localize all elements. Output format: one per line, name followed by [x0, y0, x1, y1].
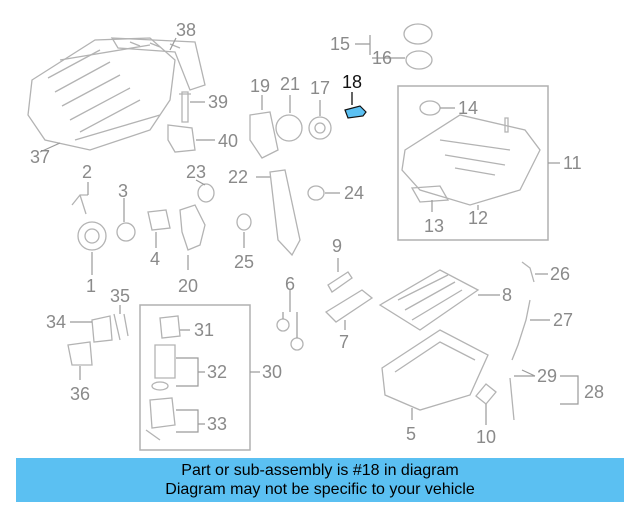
part-20	[179, 204, 206, 251]
callout-7: 7	[339, 332, 349, 352]
part-4	[147, 209, 171, 231]
callout-2: 2	[82, 162, 92, 182]
callout-33: 33	[207, 414, 227, 434]
callout-32: 32	[207, 362, 227, 382]
callout-13: 13	[424, 216, 444, 236]
group-box-30	[139, 304, 251, 451]
parts-diagram: 1 2 3 4 5 6 7 8 9 10 11 12 13 14 15 16 1…	[27, 20, 604, 451]
callout-16: 16	[372, 48, 392, 68]
part-3	[116, 222, 136, 242]
callout-25: 25	[234, 252, 254, 272]
part-32	[154, 344, 176, 379]
part-cap-seal	[405, 50, 433, 70]
part-intake-manifold	[27, 37, 176, 151]
callout-20: 20	[178, 276, 198, 296]
part-timing-cover	[249, 111, 279, 159]
part-tensioner	[275, 114, 303, 142]
callout-36: 36	[70, 384, 90, 404]
part-18-highlighted	[344, 105, 367, 119]
part-29	[509, 377, 515, 421]
callout-21: 21	[280, 74, 300, 94]
callout-27: 27	[553, 310, 573, 330]
callout-39: 39	[208, 92, 228, 112]
callout-29: 29	[537, 366, 557, 386]
part-sprocket	[308, 116, 332, 140]
part-24	[307, 185, 325, 201]
callout-30: 30	[262, 362, 282, 382]
info-banner: Part or sub-assembly is #18 in diagram D…	[16, 458, 624, 502]
callout-38: 38	[176, 20, 196, 40]
callout-22: 22	[228, 167, 248, 187]
part-sensor-39	[179, 91, 191, 123]
banner-line-2: Diagram may not be specific to your vehi…	[165, 481, 475, 498]
callout-8: 8	[502, 285, 512, 305]
callout-1: 1	[86, 276, 96, 296]
callout-28: 28	[584, 382, 604, 402]
part-26	[521, 261, 535, 283]
callout-11: 11	[563, 153, 582, 173]
callout-4: 4	[150, 249, 160, 269]
callout-15: 15	[330, 34, 350, 54]
callout-24: 24	[344, 183, 364, 203]
part-8	[378, 269, 480, 331]
callout-40: 40	[218, 131, 238, 151]
part-oil-cap	[403, 23, 433, 45]
part-33	[145, 397, 176, 441]
part-valve-cover	[401, 114, 541, 206]
part-31	[159, 315, 181, 339]
banner-line-1: Part or sub-assembly is #18 in diagram	[181, 462, 459, 479]
callout-19: 19	[250, 76, 270, 96]
callout-35: 35	[110, 286, 130, 306]
part-27	[511, 299, 531, 361]
callout-9: 9	[332, 236, 342, 256]
part-bolt-top	[504, 117, 509, 133]
callout-37: 37	[30, 147, 50, 167]
callout-3: 3	[118, 181, 128, 201]
part-belt-22	[269, 169, 301, 257]
part-manifold-gasket	[110, 37, 206, 91]
part-9	[327, 271, 353, 293]
callout-12: 12	[468, 208, 488, 228]
part-throttle-body	[167, 124, 196, 153]
part-bolt-2	[71, 194, 88, 215]
callout-10: 10	[476, 427, 496, 447]
part-25	[236, 213, 252, 231]
leader-lines	[39, 35, 579, 433]
part-seal-14	[419, 100, 441, 116]
callout-31: 31	[194, 320, 214, 340]
part-23	[197, 183, 215, 203]
callout-18-highlighted: 18	[342, 72, 362, 92]
callout-23: 23	[186, 162, 206, 182]
callout-6: 6	[285, 274, 295, 294]
part-7	[324, 289, 374, 323]
callout-26: 26	[550, 264, 570, 284]
callout-5: 5	[406, 424, 416, 444]
part-35	[113, 313, 129, 341]
part-oil-pan	[381, 329, 489, 411]
callout-14: 14	[458, 98, 478, 118]
part-6a	[276, 318, 290, 332]
part-36	[67, 341, 93, 366]
part-pulley-1	[77, 221, 107, 251]
callout-17: 17	[310, 78, 330, 98]
callout-labels: 1 2 3 4 5 6 7 8 9 10 11 12 13 14 15 16 1…	[30, 20, 604, 447]
part-10	[475, 383, 497, 405]
part-34	[91, 315, 113, 343]
part-gasket-13	[410, 185, 450, 203]
part-6b	[290, 337, 304, 351]
callout-34: 34	[46, 312, 66, 332]
